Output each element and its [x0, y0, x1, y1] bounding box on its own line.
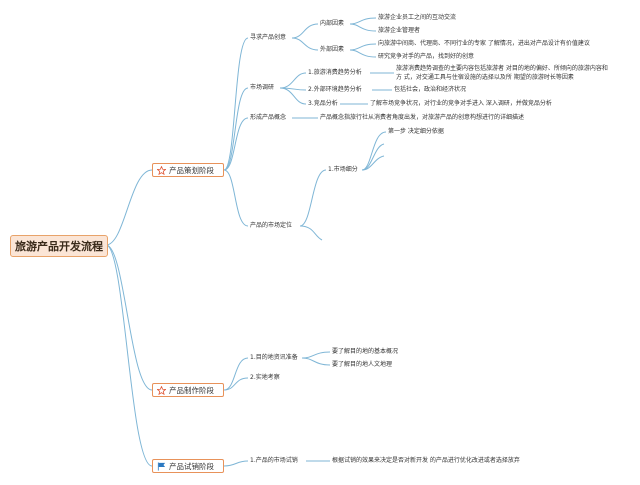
node-field-survey[interactable]: 2.实地考察: [250, 374, 280, 381]
node-market-research[interactable]: 市场调研: [250, 84, 275, 91]
node-competitor-analysis[interactable]: 3.竞品分析: [308, 100, 338, 107]
node-external-factors[interactable]: 外部因素: [320, 46, 345, 53]
stage-production[interactable]: 产品制作阶段: [152, 383, 224, 397]
node-prep-2[interactable]: 要了解目的地人文地理: [332, 361, 393, 368]
node-internal-2[interactable]: 旅游企业管理者: [378, 27, 421, 34]
node-concept-detail[interactable]: 产品概念指旅行社从消费者角度出发，对旅游产品的创意构想进行的详细描述: [320, 114, 525, 121]
star-icon: [157, 165, 166, 175]
node-market-segmentation[interactable]: 1.市场细分: [328, 166, 358, 173]
root-node[interactable]: 旅游产品开发流程: [10, 235, 108, 257]
stage-planning[interactable]: 产品策划阶段: [152, 163, 224, 177]
node-market-positioning[interactable]: 产品的市场定位: [250, 222, 293, 229]
node-trend-analysis[interactable]: 1.旅游消费趋势分析: [308, 69, 362, 76]
node-trend-detail-2[interactable]: 方 式，对交通工具与住宿设施的选择以及所 期望的旅游时长等因素: [396, 74, 574, 81]
stage-production-label: 产品制作阶段: [169, 385, 214, 395]
node-seek-ideas[interactable]: 寻求产品创意: [250, 34, 287, 41]
node-environment-detail[interactable]: 包括社会，政治和经济状况: [394, 86, 467, 93]
node-internal-factors[interactable]: 内部因素: [320, 20, 345, 27]
node-product-concept[interactable]: 形成产品概念: [250, 114, 287, 121]
node-market-trial[interactable]: 1.产品的市场试销: [250, 457, 298, 464]
node-destination-prep[interactable]: 1.目的地资讯准备: [250, 354, 298, 361]
node-external-2[interactable]: 研究竞争对手的产品，找到好的创意: [378, 53, 475, 60]
node-segmentation-step-1[interactable]: 第一步 决定细分依据: [388, 128, 444, 135]
node-market-trial-detail[interactable]: 根据试销的效果来决定是否对新开发 的产品进行优化改进或者选择放弃: [332, 457, 520, 464]
stage-trial-label: 产品试销阶段: [169, 461, 214, 471]
node-prep-1[interactable]: 要了解目的地的基本概况: [332, 348, 399, 355]
node-internal-1[interactable]: 旅游企业员工之间的互动交流: [378, 14, 457, 21]
node-trend-detail-1[interactable]: 旅游消费趋势调查的主要内容包括旅游者 对目的地的偏好、所倾向的旅游内容和: [396, 65, 608, 72]
star-icon: [157, 385, 166, 395]
root-label: 旅游产品开发流程: [15, 240, 103, 253]
node-competitor-detail[interactable]: 了解市场竞争状况，对行业的竞争对手进入 深入调研，并做竞品分析: [370, 100, 552, 107]
node-environment-analysis[interactable]: 2.外部环境趋势分析: [308, 86, 362, 93]
node-external-1[interactable]: 向旅游中间商、代理商、不同行业的专家 了解情况，进出对产品设计有价值建议: [378, 40, 590, 47]
flag-icon: [157, 461, 166, 471]
stage-trial[interactable]: 产品试销阶段: [152, 459, 224, 473]
stage-planning-label: 产品策划阶段: [169, 165, 214, 175]
